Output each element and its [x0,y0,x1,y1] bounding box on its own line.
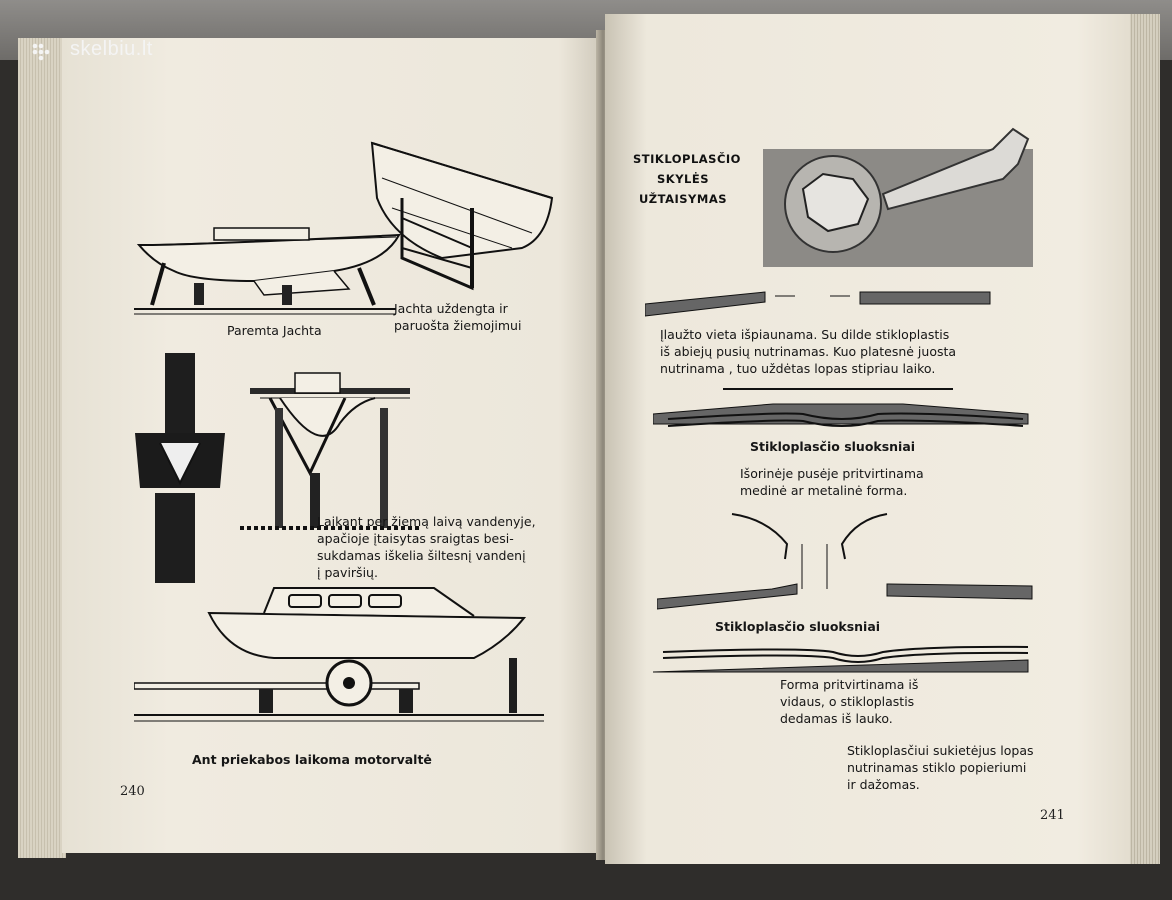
filed-edges-diagram [645,291,991,317]
caption-form-line2: vidaus, o stikloplastis [780,694,915,709]
right-page: STIKLOPLASČIO SKYLĖS UŽTAISYMAS Įlaužto … [605,14,1130,864]
caption-form-line1: Forma pritvirtinama iš [780,677,919,692]
covered-yacht-illustration [370,141,554,291]
hands-fixing-form-diagram [657,513,1033,610]
caption-supported-yacht: Paremta Jachta [227,323,322,338]
caption-step1-line1: Įlaužto vieta išpiaunama. Su dilde stikl… [660,327,950,342]
logo-dots-icon [32,43,50,61]
caption-layers-2: Stikloplasčio sluoksniai [715,619,881,634]
supported-yacht-illustration [134,227,401,315]
caption-final-line3: ir dažomas. [847,777,920,792]
layers-diagram-top [653,388,1029,427]
caption-trailer: Ant priekabos laikoma motorvaltė [192,752,432,767]
left-page: Paremta Jachta Jachta uždengta ir paruoš… [62,38,602,853]
book-page-edges-left [18,38,66,858]
caption-water-line3: sukdamas iškelia šiltesnį vandenį [317,548,526,563]
caption-final-line2: nutrinamas stiklo popieriumi [847,760,1027,775]
caption-outer-line1: Išorinėje pusėje pritvirtinama [740,466,924,481]
caption-covered-yacht-line1: Jachta uždengta ir [394,301,508,316]
caption-water-line1: Laikant per žiemą laivą vandenyje, [317,514,536,529]
caption-water-line2: apačioje įtaisytas sraigtas besi- [317,531,514,546]
section-title-line1: STIKLOPLASČIO [633,152,741,166]
motorboat-trailer-illustration [134,587,544,722]
watermark-text: skelbiu.lt [70,38,153,60]
caption-water-line4: į paviršių. [317,565,378,580]
section-title-line3: UŽTAISYMAS [638,192,728,206]
hole-with-tool-photo [763,127,1033,267]
section-title-line2: SKYLĖS [657,172,709,186]
caption-final-line1: Stikloplasčiui sukietėjus lopas [847,743,1034,758]
caption-step1-line3: nutrinama , tuo uždėtas lopas stipriau l… [660,361,936,376]
page-number-right: 241 [1040,808,1065,823]
caption-step1-line2: iš abiejų pusių nutrinamas. Kuo platesnė… [660,344,957,359]
caption-outer-line2: medinė ar metalinė forma. [740,483,908,498]
layers-diagram-bottom [653,645,1029,673]
caption-layers-1: Stikloplasčio sluoksniai [750,439,916,454]
caption-form-line3: dedamas iš lauko. [780,711,893,726]
page-number-left: 240 [120,784,145,799]
caption-covered-yacht-line2: paruošta žiemojimui [394,318,522,333]
winter-water-boat-illustration [135,353,420,583]
